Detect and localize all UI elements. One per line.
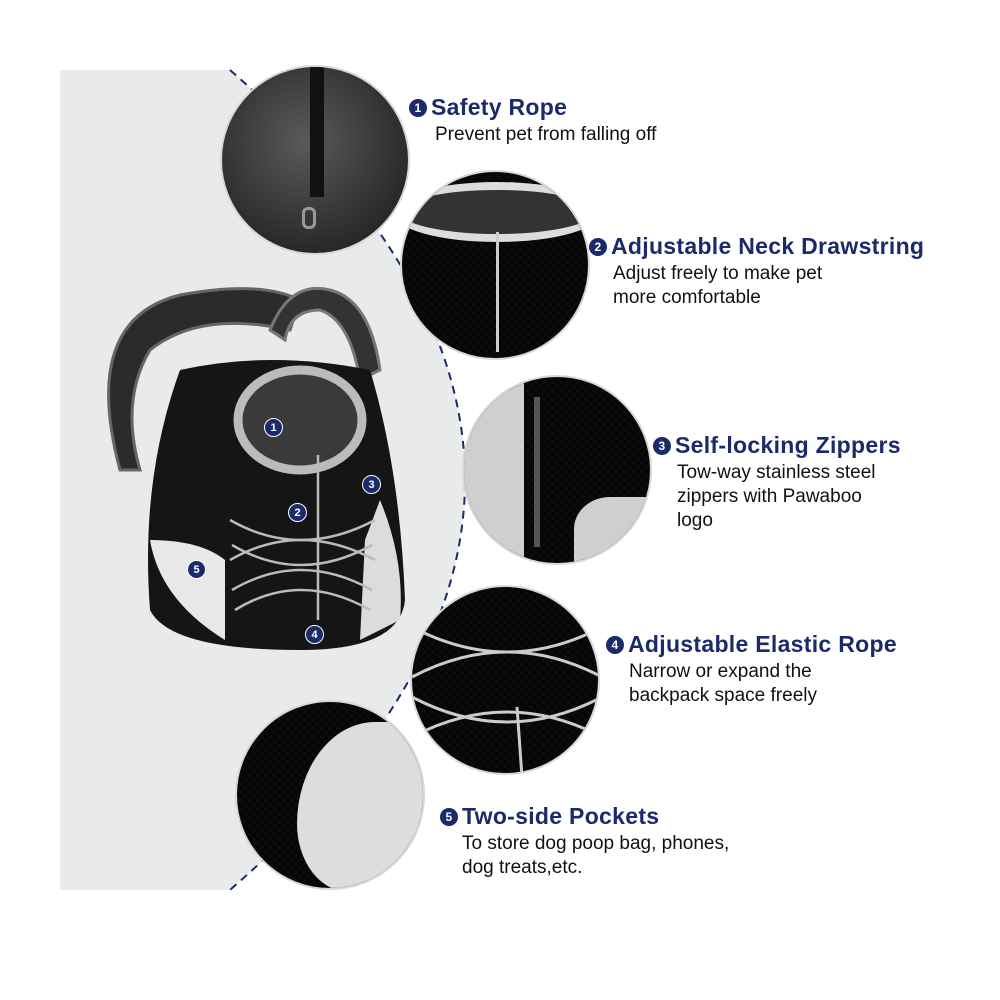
feature-desc: dog treats,etc.	[462, 857, 583, 878]
detail-image-zippers	[462, 375, 652, 565]
product-marker-3: 3	[362, 475, 381, 494]
number-badge: 3	[653, 436, 671, 455]
detail-image-side-pocket	[235, 700, 425, 890]
feature-desc: Narrow or expand the	[629, 661, 812, 682]
product-marker-2: 2	[288, 503, 307, 522]
detail-image-elastic-rope	[410, 585, 600, 775]
number-badge: 4	[606, 635, 624, 654]
feature-title: Safety Rope	[431, 94, 568, 120]
detail-image-safety-rope	[220, 65, 410, 255]
feature-desc: logo	[677, 510, 713, 531]
feature-desc: Prevent pet from falling off	[435, 124, 657, 145]
detail-image-neck-drawstring	[400, 170, 590, 360]
product-marker-5: 5	[187, 560, 206, 579]
feature-desc: backpack space freely	[629, 685, 817, 706]
feature-desc: Adjust freely to make pet	[613, 263, 823, 284]
feature-desc: To store dog poop bag, phones,	[462, 833, 730, 854]
product-marker-1: 1	[264, 418, 283, 437]
feature-title: Two-side Pockets	[462, 803, 660, 829]
number-badge: 5	[440, 807, 458, 826]
feature-title: Adjustable Elastic Rope	[628, 631, 897, 657]
feature-desc: more comfortable	[613, 287, 761, 308]
number-badge: 1	[409, 98, 427, 117]
feature-title: Adjustable Neck Drawstring	[611, 233, 925, 259]
feature-desc: Tow-way stainless steel	[677, 462, 876, 483]
number-badge: 2	[589, 237, 607, 256]
product-marker-4: 4	[305, 625, 324, 644]
feature-desc: zippers with Pawaboo	[677, 486, 862, 507]
feature-title: Self-locking Zippers	[675, 432, 901, 458]
